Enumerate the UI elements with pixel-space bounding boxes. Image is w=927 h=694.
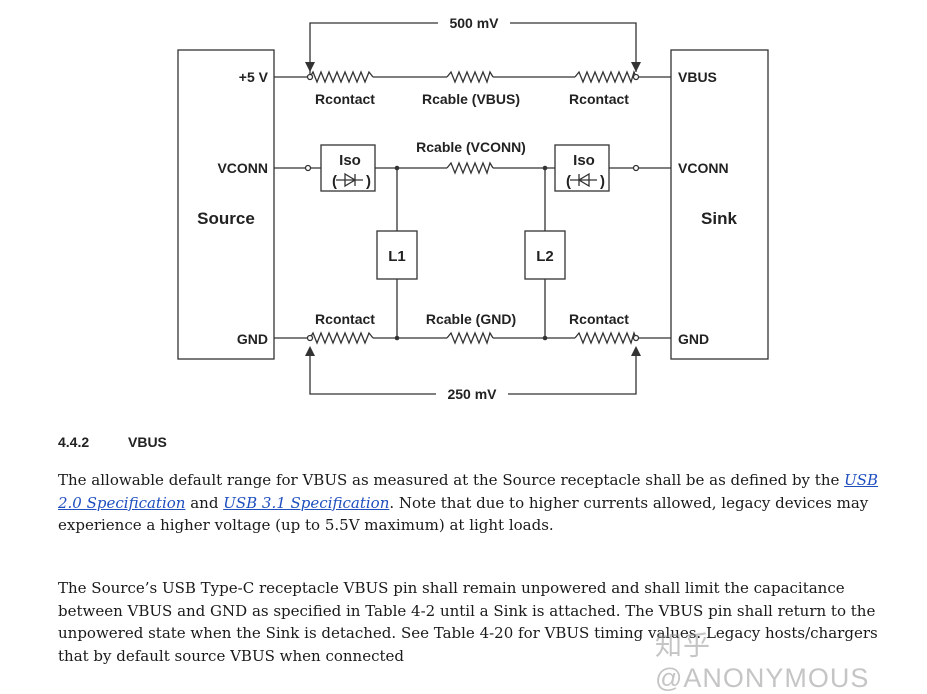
sink-label: Sink [701,209,737,228]
source-pin-5v: +5 V [239,69,269,85]
top-measure-label: 500 mV [449,15,499,31]
rcontact-vbus-left [309,70,374,84]
source-pin-vconn: VCONN [217,160,268,176]
section-heading: 4.4.2 VBUS [58,434,167,450]
sink-pin-gnd: GND [678,331,709,347]
rcable-vconn-label: Rcable (VCONN) [416,139,526,155]
rcontact-gnd-left [309,331,374,345]
bottom-measure-label: 250 mV [447,386,497,402]
source-block [177,49,275,360]
rcable-vconn [446,161,494,175]
watermark: 知乎 @ANONYMOUS [655,631,870,693]
circuit-diagram: 500 mV 250 mV +5 V VCONN GND VBUS VCONN … [177,15,769,402]
paragraph-1-text-c: . Note that due to higher currents allow… [58,493,869,535]
rcable-gnd [446,331,494,345]
svg-text:): ) [600,173,605,190]
source-pin-gnd: GND [237,331,268,347]
svg-text:(: ( [566,173,571,190]
rcontact-gnd-left-label: Rcontact [315,311,375,327]
paragraph-1-text-b: and [185,493,224,512]
iso-box-right [554,144,610,192]
iso-left-label: Iso [339,152,361,169]
svg-text:): ) [366,173,371,190]
rcontact-vbus-right-label: Rcontact [569,91,629,107]
paragraph-1-text-a: The allowable default range for VBUS as … [58,471,845,489]
load2-label: L2 [536,248,554,265]
bottom-measure-line [309,348,637,395]
sink-block [670,49,769,360]
svg-text:(: ( [332,173,337,190]
iso-right-label: Iso [573,152,595,169]
paragraph-1: The allowable default range for VBUS as … [58,469,888,537]
rcable-gnd-label: Rcable (GND) [426,311,516,327]
rcontact-vbus-right [574,70,637,84]
top-measure-line [309,22,637,77]
usb31-spec-link[interactable]: USB 3.1 Specification [223,493,390,512]
rcontact-vbus-left-label: Rcontact [315,91,375,107]
usb2-spec-link[interactable]: USB 2.0 Specification [58,471,879,512]
rcable-vbus-label: Rcable (VBUS) [422,91,520,107]
load1-box [376,230,418,280]
load2-box [524,230,566,280]
iso-box-left [320,144,376,192]
rcontact-gnd-right-label: Rcontact [569,311,629,327]
paragraph-2: The Source’s USB Type-C receptacle VBUS … [58,579,878,665]
rcable-vbus [446,70,494,84]
section-number: 4.4.2 [58,434,90,450]
source-label: Source [197,209,255,228]
rcontact-gnd-right [574,331,637,345]
load1-label: L1 [388,248,406,265]
sink-pin-vbus: VBUS [678,69,717,85]
sink-pin-vconn: VCONN [678,160,729,176]
section-title: VBUS [128,434,167,450]
